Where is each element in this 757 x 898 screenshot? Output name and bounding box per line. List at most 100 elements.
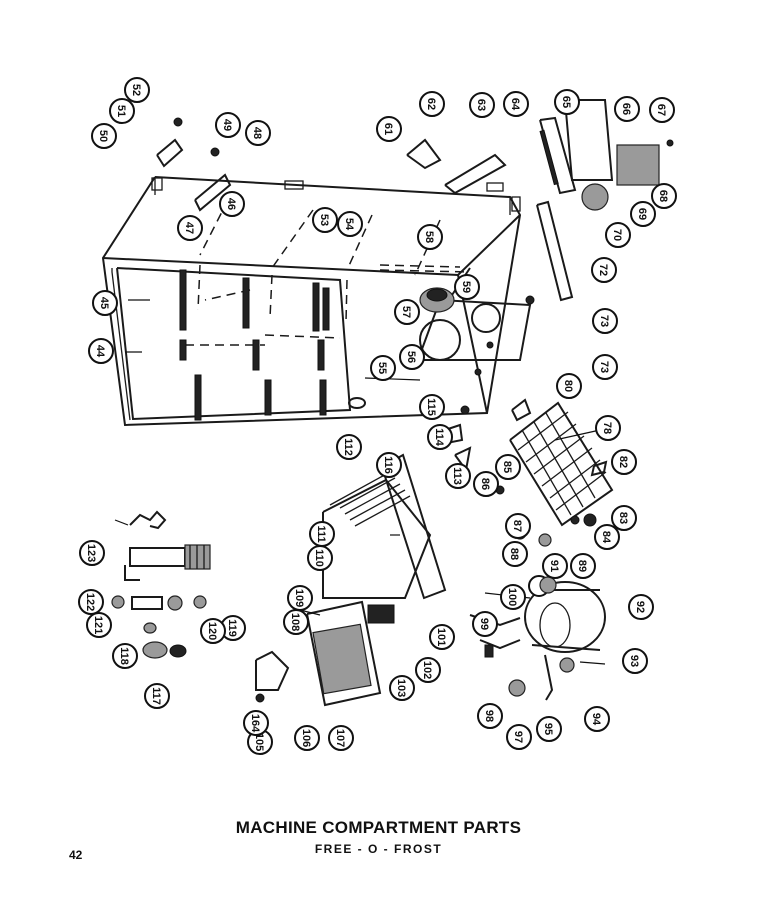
- callout-109: 109: [287, 585, 313, 611]
- svg-text:73: 73: [598, 315, 610, 327]
- svg-text:103: 103: [395, 679, 407, 697]
- top-right-parts: [406, 99, 674, 305]
- svg-text:93: 93: [628, 655, 640, 667]
- svg-text:61: 61: [382, 123, 394, 135]
- callout-63: 63: [469, 92, 495, 118]
- svg-text:73: 73: [598, 361, 610, 373]
- svg-text:113: 113: [451, 467, 463, 485]
- callout-100: 100: [500, 584, 526, 610]
- svg-text:58: 58: [423, 231, 435, 243]
- callout-106: 106: [294, 725, 320, 751]
- callout-94: 94: [584, 706, 610, 732]
- svg-text:111: 111: [315, 525, 327, 542]
- svg-text:68: 68: [657, 190, 669, 202]
- svg-text:83: 83: [617, 512, 629, 524]
- callout-47: 47: [177, 215, 203, 241]
- callout-44: 44: [88, 338, 114, 364]
- callout-123: 123: [79, 540, 105, 566]
- callout-59: 59: [454, 274, 480, 300]
- svg-text:121: 121: [92, 616, 104, 634]
- top-left-brackets: [156, 117, 232, 212]
- svg-text:53: 53: [318, 214, 330, 226]
- svg-text:122: 122: [84, 593, 96, 611]
- svg-text:50: 50: [97, 130, 109, 142]
- svg-text:59: 59: [460, 281, 472, 293]
- callout-66: 66: [614, 96, 640, 122]
- svg-text:95: 95: [542, 723, 554, 735]
- svg-text:106: 106: [300, 729, 312, 747]
- svg-text:82: 82: [617, 456, 629, 468]
- svg-text:80: 80: [562, 380, 574, 392]
- svg-text:48: 48: [251, 127, 263, 139]
- svg-text:64: 64: [509, 98, 521, 111]
- callout-78: 78: [595, 415, 621, 441]
- callout-51: 51: [109, 98, 135, 124]
- leader-lines: [114, 299, 606, 665]
- svg-text:98: 98: [483, 710, 495, 722]
- callout-85: 85: [495, 454, 521, 480]
- svg-text:54: 54: [343, 218, 355, 231]
- svg-text:89: 89: [576, 560, 588, 572]
- callout-73: 73: [592, 308, 618, 334]
- svg-text:123: 123: [85, 544, 97, 562]
- svg-text:94: 94: [590, 713, 602, 726]
- valve-assembly: [111, 510, 211, 659]
- callout-53: 53: [312, 207, 338, 233]
- callout-84: 84: [594, 524, 620, 550]
- callout-86: 86: [473, 471, 499, 497]
- callout-113: 113: [445, 463, 471, 489]
- callout-114: 114: [427, 424, 453, 450]
- callout-93: 93: [622, 648, 648, 674]
- callout-121: 121: [86, 612, 112, 638]
- callout-82: 82: [611, 449, 637, 475]
- svg-text:56: 56: [405, 351, 417, 363]
- svg-text:45: 45: [98, 297, 110, 309]
- callout-56: 56: [399, 344, 425, 370]
- svg-text:72: 72: [597, 264, 609, 276]
- callout-108: 108: [283, 609, 309, 635]
- compartment-housing: [101, 176, 522, 427]
- svg-text:62: 62: [425, 98, 437, 110]
- svg-text:67: 67: [655, 104, 667, 116]
- callout-111: 111: [309, 521, 335, 547]
- callout-119: 119: [220, 615, 246, 641]
- svg-text:92: 92: [634, 601, 646, 613]
- callout-87: 87: [505, 513, 531, 539]
- svg-text:55: 55: [376, 362, 388, 374]
- callout-103: 103: [389, 675, 415, 701]
- svg-text:47: 47: [183, 222, 195, 234]
- svg-text:78: 78: [601, 422, 613, 434]
- svg-text:87: 87: [511, 520, 523, 532]
- callout-116: 116: [376, 452, 402, 478]
- callout-102: 102: [415, 657, 441, 683]
- callout-92: 92: [628, 594, 654, 620]
- callout-58: 58: [417, 224, 443, 250]
- callout-73: 73: [592, 354, 618, 380]
- svg-text:117: 117: [150, 687, 162, 705]
- callout-67: 67: [649, 97, 675, 123]
- callout-89: 89: [570, 553, 596, 579]
- svg-text:102: 102: [421, 661, 433, 679]
- callout-65: 65: [554, 89, 580, 115]
- svg-text:100: 100: [506, 588, 518, 606]
- svg-text:112: 112: [342, 438, 354, 456]
- callout-91: 91: [542, 553, 568, 579]
- callout-101: 101: [429, 624, 455, 650]
- callout-61: 61: [376, 116, 402, 142]
- svg-text:52: 52: [130, 84, 142, 96]
- diagram-subtitle: FREE - O - FROST: [314, 842, 443, 856]
- svg-text:108: 108: [289, 613, 301, 631]
- fan-assembly: [417, 267, 532, 376]
- svg-text:85: 85: [501, 461, 513, 473]
- callout-112: 112: [336, 434, 362, 460]
- callout-62: 62: [419, 91, 445, 117]
- svg-text:119: 119: [226, 619, 238, 637]
- callout-45: 45: [92, 290, 118, 316]
- svg-text:46: 46: [225, 198, 237, 210]
- callout-120: 120: [200, 618, 226, 644]
- svg-text:57: 57: [400, 306, 412, 318]
- svg-text:110: 110: [313, 549, 325, 567]
- callout-88: 88: [502, 541, 528, 567]
- callout-68: 68: [651, 183, 677, 209]
